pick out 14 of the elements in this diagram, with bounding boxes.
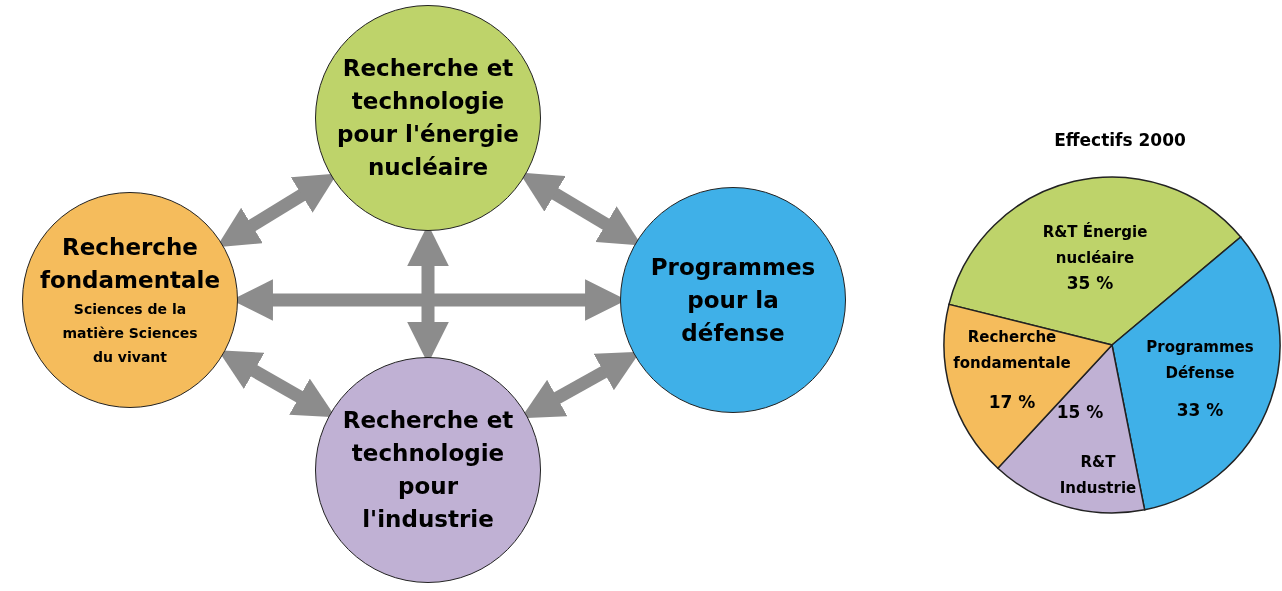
- slice-label: R&T Énergie nucléaire: [1041, 221, 1149, 269]
- slice-label: Programmes Défense: [1145, 337, 1255, 384]
- value-label: 15 %: [1055, 401, 1105, 424]
- chart-title: Effectifs 2000: [1053, 129, 1187, 152]
- slice-label: R&T Industrie: [1058, 452, 1138, 499]
- circle-title: Recherche et technologie pour l'industrie: [341, 406, 515, 534]
- circle-title: Programmes pour la défense: [649, 252, 817, 348]
- value-label: 35 %: [1065, 272, 1115, 295]
- circle-subtitle: Sciences de la matière Sciences du vivant: [61, 300, 199, 367]
- slice-label: Recherche fondamentale: [952, 327, 1072, 374]
- value-label: 17 %: [987, 391, 1037, 414]
- circle-title: Recherche et technologie pour l'énergie nucléaire: [336, 54, 520, 182]
- value-label: 33 %: [1175, 399, 1225, 422]
- circle-title: Recherche fondamentale: [38, 233, 222, 295]
